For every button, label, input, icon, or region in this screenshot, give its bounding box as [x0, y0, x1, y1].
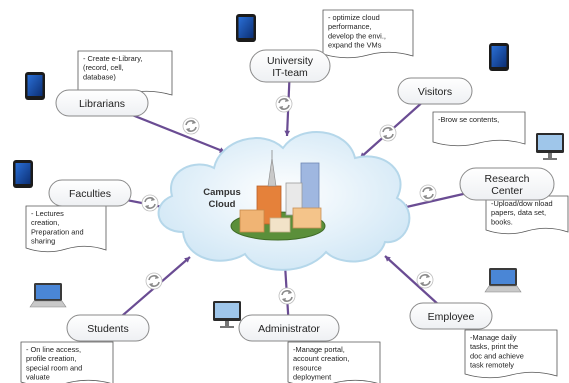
tablet-icon	[489, 43, 509, 71]
connector-arrowhead	[284, 130, 291, 136]
tablet-icon	[236, 14, 256, 42]
sync-icon	[145, 272, 163, 290]
note-text-line: Preparation and	[31, 227, 84, 236]
note-text-line: task remotely	[470, 361, 514, 370]
connector-arrowhead	[184, 257, 190, 263]
node-label-librarians: Librarians	[79, 98, 125, 110]
note-text-line: valuate	[26, 373, 50, 382]
note-text-line: doc and achieve	[470, 351, 524, 360]
sync-icon	[416, 271, 434, 289]
note-administrator: -Manage portal,account creation,resource…	[287, 341, 381, 383]
node-label-visitors: Visitors	[418, 86, 452, 98]
sync-icon	[182, 117, 200, 135]
node-visitors: Visitors	[397, 77, 473, 105]
monitor-icon	[13, 160, 33, 188]
note-text-line: creation,	[31, 218, 59, 227]
note-text-line: books.	[491, 217, 513, 226]
node-employee: Employee	[409, 302, 493, 330]
sync-icon	[379, 124, 397, 142]
note-text-line: tasks, print the	[470, 342, 518, 351]
laptop-icon	[29, 283, 67, 308]
note-text-line: (record, cell,	[83, 63, 124, 72]
note-text-line: sharing	[31, 237, 55, 246]
node-administrator: Administrator	[238, 314, 340, 342]
node-label-employee: Employee	[428, 311, 475, 323]
node-students: Students	[66, 314, 150, 342]
note-librarians: - Create e-Library,(record, cell,databas…	[77, 50, 173, 98]
node-faculties: Faculties	[48, 179, 132, 207]
note-text-line: performance,	[328, 22, 372, 31]
sync-icon	[141, 194, 159, 212]
laptop-icon	[484, 268, 522, 293]
sync-icon	[419, 184, 437, 202]
note-text-line: database)	[83, 72, 116, 81]
sync-icon	[278, 287, 296, 305]
note-text-line: profile creation,	[26, 354, 77, 363]
note-text-line: develop the envi.,	[328, 31, 386, 40]
note-text-line: resource	[293, 363, 322, 372]
node-label-students: Students	[87, 323, 128, 335]
note-text-line: - optimize cloud	[328, 13, 380, 22]
connector-arrowhead	[385, 256, 391, 262]
tablet-icon	[25, 72, 45, 100]
note-text-line: - On line access,	[26, 345, 81, 354]
note-text-line: expand the VMs	[328, 41, 382, 50]
note-text-line: -Manage portal,	[293, 345, 345, 354]
note-text-line: special room and	[26, 363, 82, 372]
note-text-line: account creation,	[293, 354, 349, 363]
node-label-faculties: Faculties	[69, 188, 111, 200]
note-text-line: -Manage daily	[470, 333, 517, 342]
note-text-line: -Brow se contents,	[438, 115, 499, 124]
note-text-line: papers, data set,	[491, 208, 546, 217]
note-students: - On line access,profile creation,specia…	[20, 341, 114, 383]
note-text-line: deployment	[293, 373, 331, 382]
sync-icon	[275, 95, 293, 113]
tablet-icon	[536, 133, 564, 160]
note-visitors: -Brow se contents,	[432, 111, 526, 147]
note-text-line: -Upload/dow nload	[491, 199, 553, 208]
node-librarians: Librarians	[55, 89, 149, 117]
campus-cloud	[157, 131, 411, 271]
node-label-administrator: Administrator	[258, 323, 320, 335]
note-text-line: - Lectures	[31, 209, 64, 218]
note-text-line: - Create e-Library,	[83, 54, 142, 63]
campus-buildings-illustration	[230, 150, 326, 241]
monitor-icon	[213, 301, 241, 328]
